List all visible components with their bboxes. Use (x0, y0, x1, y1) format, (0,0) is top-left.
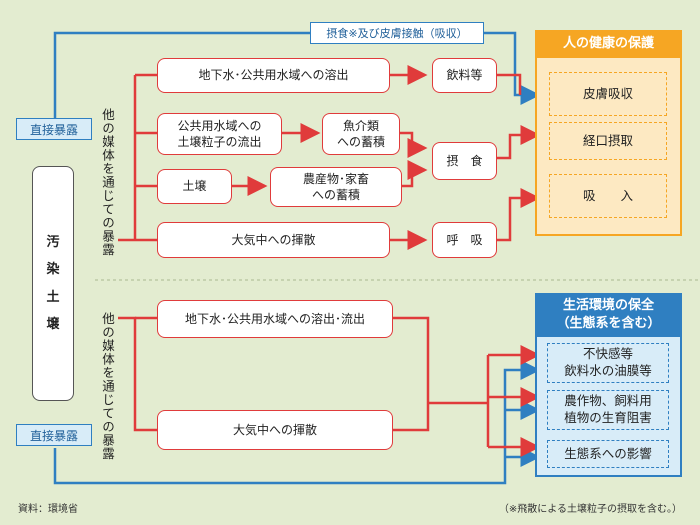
contaminated-soil-label: 汚 染 土 壌 (46, 234, 60, 332)
via-media-bottom-label: 他の媒体を通じての暴露 (100, 312, 115, 461)
source-note: 資料：環境省 (18, 504, 78, 515)
ingestion-box: 摂 食 (432, 142, 497, 180)
env-item-crop-damage: 農作物、飼料用 植物の生育阻害 (547, 390, 669, 430)
soil-box: 土壌 (157, 169, 232, 204)
health-item-skin: 皮膚吸収 (549, 72, 667, 116)
upper-exposure-lines (118, 65, 541, 250)
footnote: （※飛散による土壌粒子の摂取を含む。） (498, 504, 682, 515)
soil-runoff-box: 公共用水域への 土壌粒子の流出 (157, 113, 282, 155)
direct-exposure-bottom-line (53, 360, 541, 485)
atmosphere-upper-box: 大気中への揮散 (157, 222, 390, 258)
ingestion-contact-label: 摂食※及び皮膚接触（吸収） (310, 22, 484, 44)
fish-accumulation-box: 魚介類 への蓄積 (322, 113, 400, 155)
direct-exposure-bottom-badge: 直接暴露 (16, 424, 92, 446)
direct-exposure-top-badge: 直接暴露 (16, 118, 92, 140)
contaminated-soil-box: 汚 染 土 壌 (32, 166, 74, 401)
env-item-discomfort: 不快感等 飲料水の油膜等 (547, 343, 669, 383)
environment-panel (535, 337, 682, 477)
environment-panel-header: 生活環境の保全 （生態系を含む） (535, 293, 682, 337)
health-item-oral: 経口摂取 (549, 122, 667, 160)
direct-exposure-top-label: 直接暴露 (29, 122, 78, 137)
health-panel-header: 人の健康の保護 (535, 30, 682, 58)
atmosphere-lower-box: 大気中への揮散 (157, 410, 393, 450)
env-item-ecosystem: 生態系への影響 (547, 440, 669, 468)
crops-accumulation-box: 農産物･家畜 への蓄積 (270, 167, 402, 207)
breathing-box: 呼 吸 (432, 222, 497, 258)
ingestion-contact-text: 摂食※及び皮膚接触（吸収） (326, 27, 468, 40)
via-media-top-label: 他の媒体を通じての暴露 (100, 108, 115, 257)
health-panel (535, 58, 682, 236)
lower-exposure-lines (118, 316, 541, 457)
drinking-box: 飲料等 (432, 58, 497, 93)
health-item-inhalation: 吸 入 (549, 174, 667, 218)
groundwater-leach-runoff-box: 地下水･公共用水域への溶出･流出 (157, 300, 393, 338)
direct-exposure-top-line (53, 31, 541, 118)
groundwater-leach-box: 地下水･公共用水域への溶出 (157, 58, 390, 93)
direct-exposure-bottom-label: 直接暴露 (29, 428, 78, 443)
